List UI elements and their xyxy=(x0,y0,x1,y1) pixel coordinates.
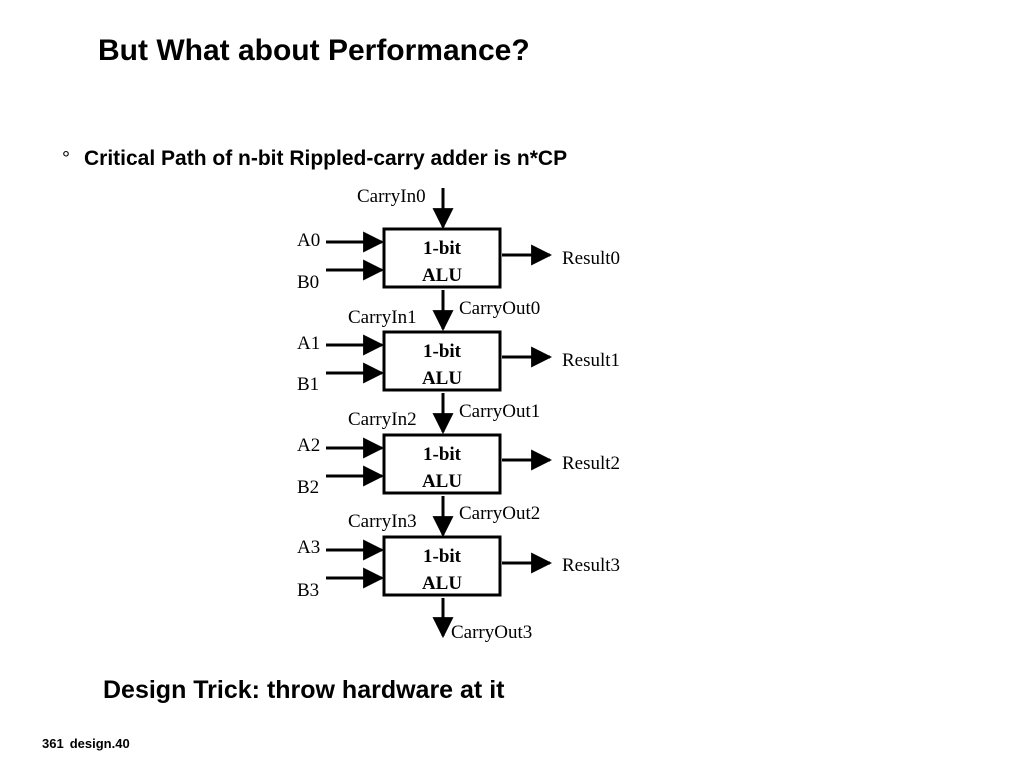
alu-stage-2: A2 B2 1-bit ALU Result2 CarryOut2 CarryI… xyxy=(297,433,620,538)
alu-stage-3: A3 B3 1-bit ALU Result3 xyxy=(297,535,620,601)
alu-stage-0: A0 B0 1-bit ALU Result0 CarryOut0 CarryI… xyxy=(297,227,620,332)
alu-0-line1: 1-bit xyxy=(423,238,462,259)
footer-page-number: 361 xyxy=(42,736,64,751)
alu-stage-1: A1 B1 1-bit ALU Result1 CarryOut1 CarryI… xyxy=(297,330,620,435)
carry-in-2-label: CarryIn2 xyxy=(348,409,417,430)
input-b0-label: B0 xyxy=(297,272,319,293)
input-a0-label: A0 xyxy=(297,230,320,251)
alu-box-2 xyxy=(382,433,502,495)
alu-0-line2: ALU xyxy=(422,265,462,286)
alu-box-1 xyxy=(382,330,502,392)
bullet-text: Critical Path of n-bit Rippled-carry add… xyxy=(84,147,568,170)
alu-1-line2: ALU xyxy=(422,368,462,389)
bullet-mark: ° xyxy=(62,148,70,170)
bullet-point: ° Critical Path of n-bit Rippled-carry ad… xyxy=(62,147,567,171)
result1-label: Result1 xyxy=(562,350,620,371)
alu-box-3 xyxy=(382,535,502,597)
input-b1-label: B1 xyxy=(297,374,319,395)
carry-out-3-label: CarryOut3 xyxy=(451,622,532,643)
input-a2-label: A2 xyxy=(297,435,320,456)
carry-out-0-label: CarryOut0 xyxy=(459,298,540,319)
design-trick-text: Design Trick: throw hardware at it xyxy=(103,676,505,704)
carry-in-1-label: CarryIn1 xyxy=(348,307,417,328)
carry-in-0-label: CarryIn0 xyxy=(357,186,426,207)
input-a1-label: A1 xyxy=(297,333,320,354)
alu-2-line2: ALU xyxy=(422,471,462,492)
input-a3-label: A3 xyxy=(297,537,320,558)
alu-2-line1: 1-bit xyxy=(423,444,462,465)
result2-label: Result2 xyxy=(562,453,620,474)
result3-label: Result3 xyxy=(562,555,620,576)
slide-title: But What about Performance? xyxy=(98,34,530,67)
result0-label: Result0 xyxy=(562,248,620,269)
alu-3-line1: 1-bit xyxy=(423,546,462,567)
carry-in-3-label: CarryIn3 xyxy=(348,511,417,532)
carry-out-2-label: CarryOut2 xyxy=(459,503,540,524)
input-b3-label: B3 xyxy=(297,580,319,601)
alu-1-line1: 1-bit xyxy=(423,341,462,362)
alu-3-line2: ALU xyxy=(422,573,462,594)
alu-box-0 xyxy=(382,227,502,289)
footer-file-name: design.40 xyxy=(69,736,130,751)
slide-footer: 361 design.40 xyxy=(42,736,130,751)
carry-out-1-label: CarryOut1 xyxy=(459,401,540,422)
input-b2-label: B2 xyxy=(297,477,319,498)
